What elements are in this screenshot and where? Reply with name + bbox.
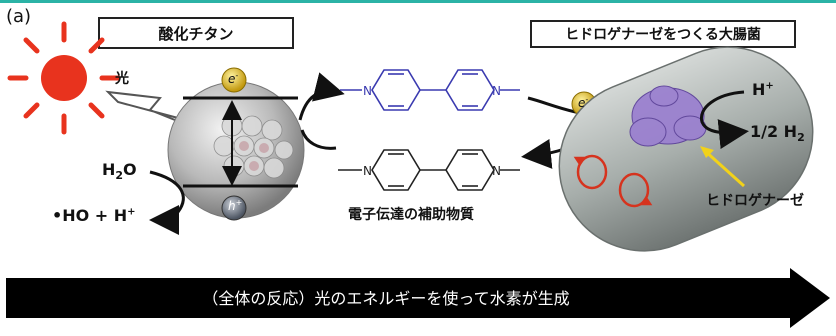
electron-icon <box>221 67 247 93</box>
mediator-label: 電子伝達の補助物質 <box>348 207 474 223</box>
oxidized-mediator-molecule <box>340 69 520 111</box>
ecoli-title: ヒドロゲナーゼをつくる大腸菌 <box>565 27 761 43</box>
water-oxidation-arrow <box>149 170 185 235</box>
electron-transfer-arrow-1 <box>298 72 345 121</box>
hydrogen-label: 1/2 H2 <box>750 122 805 145</box>
mediator-return-arrow <box>300 129 337 150</box>
overall-reaction-text: （全体の反応）光のエネルギーを使って水素が生成 <box>202 289 570 308</box>
electron-symbol-transfer: e- <box>578 95 589 110</box>
hydrogen-evolution-arrow <box>699 90 749 150</box>
overall-reaction-arrow <box>6 268 830 328</box>
enzyme-pointer-arrow <box>702 148 746 188</box>
ecoli-cell <box>558 46 814 252</box>
titanium-oxide-title: 酸化チタン <box>158 24 234 43</box>
hole-icon <box>221 195 247 221</box>
hydrogenase-enzyme <box>629 85 707 147</box>
proton-label: H+ <box>752 80 774 99</box>
electron-symbol-tio2: e- <box>228 71 239 86</box>
hole-symbol: h+ <box>228 198 243 213</box>
reduced-n-right: N <box>492 164 501 178</box>
hydrogenase-label: ヒドロゲナーゼ <box>706 193 804 209</box>
panel-label: (a) <box>6 6 32 27</box>
red-cycle-arrows-icon <box>573 154 653 208</box>
oxidation-products-label: •HO + H+ <box>52 206 136 225</box>
ecoli-title-box: ヒドロゲナーゼをつくる大腸菌 <box>530 20 796 48</box>
reduced-mediator-molecule <box>338 149 520 191</box>
enzyme-pointer-head <box>700 146 714 158</box>
top-accent-rule <box>0 0 836 3</box>
titanium-oxide-title-box: 酸化チタン <box>98 17 294 49</box>
mediator-n-left: N <box>363 84 372 98</box>
mediator-n-right: N <box>492 84 501 98</box>
sun-icon <box>7 21 121 135</box>
water-label: H2O <box>102 160 137 183</box>
reduced-n-left: N <box>363 164 372 178</box>
light-label: 光 <box>115 71 129 87</box>
